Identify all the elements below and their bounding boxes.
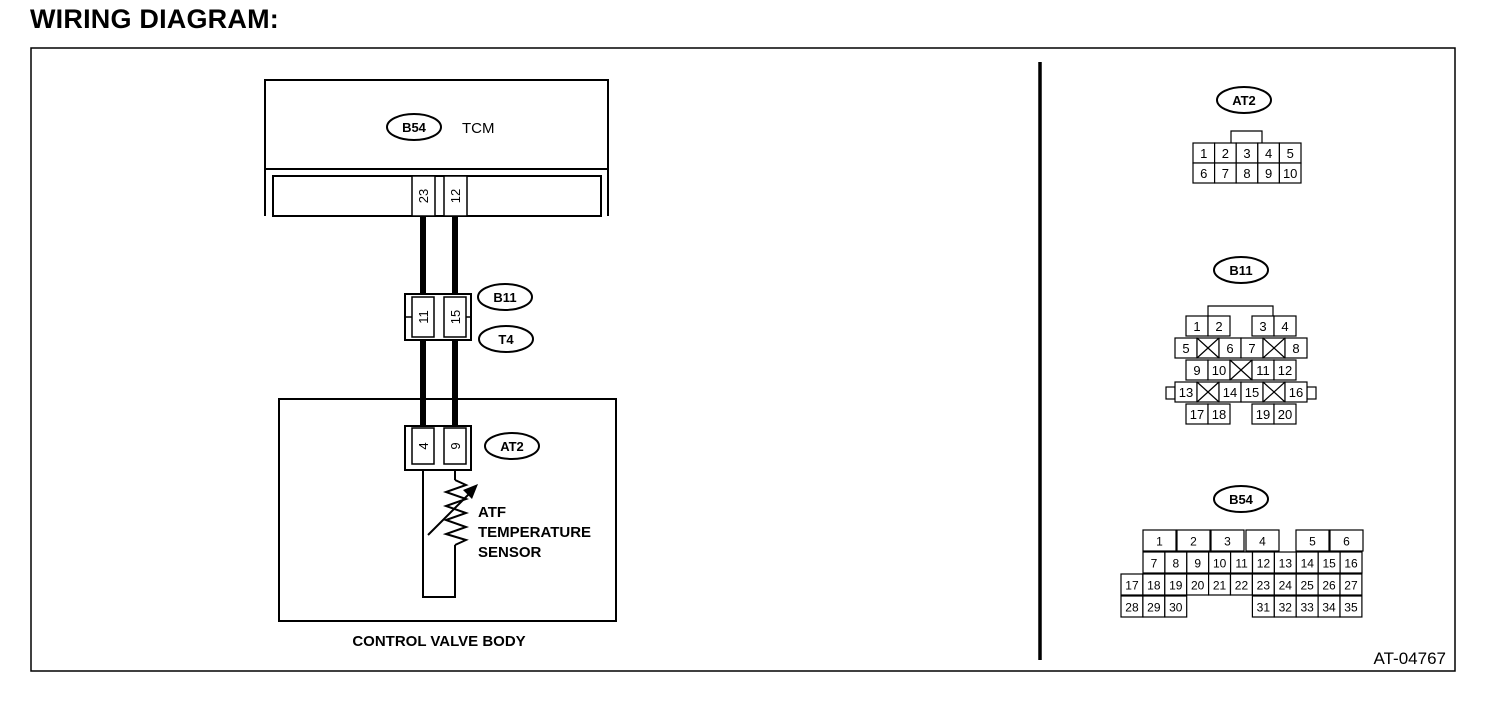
junction-connector: 11 15 B11 T4 [404, 283, 534, 353]
thermistor-icon [442, 479, 470, 546]
at2-pinout-pin: 2 [1222, 146, 1229, 161]
b54-pinout-pin: 16 [1344, 557, 1358, 571]
at2-pinout-pin: 6 [1200, 166, 1207, 181]
b54-pinout-pin: 23 [1257, 579, 1271, 593]
junction-pin-11: 11 [416, 310, 431, 324]
b11-pinout-pin: 17 [1190, 407, 1204, 422]
b54-pinout-pin: 27 [1344, 579, 1358, 593]
page-title: WIRING DIAGRAM: [30, 4, 279, 34]
at2-pinout-pin: 8 [1243, 166, 1250, 181]
b54-pinout-pin: 12 [1257, 557, 1271, 571]
b54-pinout-pin: 33 [1300, 601, 1314, 615]
b54-pinout-pin: 35 [1344, 601, 1358, 615]
b54-pinout-pin: 14 [1301, 557, 1315, 571]
at2-pinout-pin: 5 [1287, 146, 1294, 161]
b11-pinout-pin: 20 [1278, 407, 1292, 422]
b54-pinout-pin: 13 [1279, 557, 1293, 571]
at2-pinout-pin: 4 [1265, 146, 1272, 161]
b11-pinout-pin: 9 [1193, 363, 1200, 378]
b11-pinout-pin: 7 [1248, 341, 1255, 356]
at2-pin-9: 9 [448, 442, 463, 449]
at2-pinout-pin: 10 [1283, 166, 1297, 181]
b54-pinout-pin: 4 [1259, 535, 1266, 549]
b11-pinout-pin: 5 [1182, 341, 1189, 356]
b54-pinout-pin: 5 [1309, 535, 1316, 549]
t4-badge [478, 325, 534, 353]
b11-pinout-pin: 1 [1193, 319, 1200, 334]
b54-pinout-pin: 22 [1235, 579, 1249, 593]
b54-pinout-pin: 6 [1343, 535, 1350, 549]
b11-pinout-pin: 11 [1256, 363, 1270, 378]
b54-pinout-pin: 19 [1169, 579, 1183, 593]
b54-pinout-pin: 32 [1279, 601, 1293, 615]
b54-pinout-pin: 7 [1151, 557, 1158, 571]
b54-pinout-pin: 2 [1190, 535, 1197, 549]
sensor-label-line3: SENSOR [478, 544, 542, 561]
b54-pinout-pin: 3 [1224, 535, 1231, 549]
b54-pinout-pin: 31 [1257, 601, 1271, 615]
at2-pinout-pin: 9 [1265, 166, 1272, 181]
wire-harness [420, 216, 458, 428]
b54-pinout-pin: 10 [1213, 557, 1227, 571]
pinout-b54-name: B54 [1229, 492, 1254, 507]
pinout-b11-name: B11 [1229, 263, 1252, 278]
b54-pinout-pin: 26 [1322, 579, 1336, 593]
t4-label: T4 [498, 332, 514, 347]
b11-pinout-pin: 18 [1212, 407, 1226, 422]
tcm-pin-12: 12 [448, 189, 463, 203]
control-valve-body: 4 9 AT2 ATF TEMPERATURE SENSOR [278, 398, 617, 622]
b11-pinout-pin: 13 [1179, 385, 1193, 400]
junction-pin-15: 15 [448, 310, 463, 324]
b54-pinout-pin: 9 [1194, 557, 1201, 571]
b54-pinout-pin: 34 [1322, 601, 1336, 615]
b54-pinout-pin: 28 [1125, 601, 1139, 615]
b11-pinout-pin: 14 [1223, 385, 1237, 400]
b11-pinout-pin: 4 [1281, 319, 1288, 334]
b11-pinout-pin: 12 [1278, 363, 1292, 378]
b11-label: B11 [493, 290, 516, 305]
tcm-label: TCM [462, 120, 495, 137]
tcm-pin-23: 23 [416, 189, 431, 203]
b54-pinout-pin: 29 [1147, 601, 1161, 615]
figure-code: AT-04767 [1374, 649, 1446, 668]
b54-pinout-pin: 25 [1300, 579, 1314, 593]
b54-pinout-pin: 15 [1322, 557, 1336, 571]
at2-pin-4: 4 [416, 442, 431, 449]
diagram-frame [30, 47, 1456, 672]
tcm-connector-badge [386, 113, 442, 141]
tcm-block: B54 TCM 23 12 [264, 79, 609, 217]
b11-pinout-pin: 2 [1215, 319, 1222, 334]
b11-pinout-pin: 16 [1289, 385, 1303, 400]
sensor-label-line2: TEMPERATURE [478, 524, 591, 541]
at2-pinout-pin: 7 [1222, 166, 1229, 181]
sensor-label-line1: ATF [478, 504, 506, 521]
valve-body-label: CONTROL VALVE BODY [352, 633, 525, 650]
b54-pinout-pin: 8 [1173, 557, 1180, 571]
b11-badge [477, 283, 533, 311]
at2-pinout-pin: 1 [1200, 146, 1207, 161]
b54-pinout-pin: 11 [1235, 557, 1248, 571]
b54-pinout-pin: 18 [1147, 579, 1161, 593]
b11-pinout-pin: 15 [1245, 385, 1259, 400]
tcm-connector-label: B54 [402, 120, 427, 135]
at2-pinout-pin: 3 [1243, 146, 1250, 161]
b54-pinout-pin: 20 [1191, 579, 1205, 593]
b54-pinout-pin: 24 [1279, 579, 1293, 593]
pinout-at2-name: AT2 [1232, 93, 1256, 108]
at2-badge [484, 432, 540, 460]
b54-pinout-pin: 1 [1156, 535, 1163, 549]
b11-pinout-pin: 10 [1212, 363, 1226, 378]
b54-pinout-pin: 30 [1169, 601, 1183, 615]
b54-pinout-pin: 21 [1213, 579, 1227, 593]
at2-label: AT2 [500, 439, 524, 454]
b11-pinout-pin: 8 [1292, 341, 1299, 356]
b11-pinout-pin: 6 [1226, 341, 1233, 356]
b11-pinout-pin: 19 [1256, 407, 1270, 422]
b54-pinout-pin: 17 [1125, 579, 1139, 593]
b11-pinout-pin: 3 [1259, 319, 1266, 334]
